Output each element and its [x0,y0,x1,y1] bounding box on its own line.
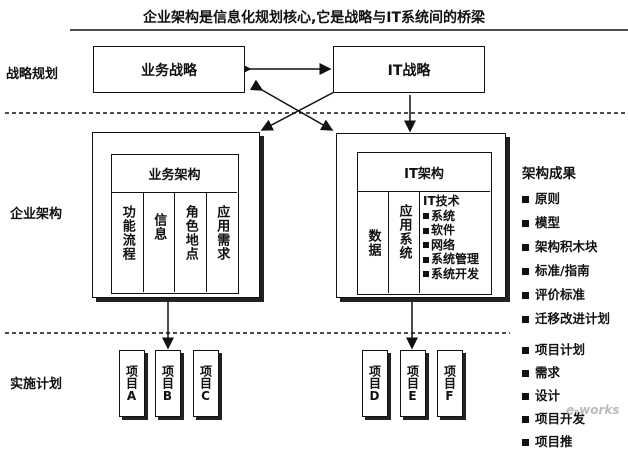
project-f: 项目F [437,350,463,417]
it-tech-item: 系统开发 [423,267,490,282]
architecture-results: 架构成果 原则 模型 架构积木块 标准/指南 评价标准 迁移改进计划 [522,162,610,327]
cross-arrow-it-to-business [260,79,351,131]
business-architecture-container: 业务架构 功能流程 信息 角色地点 应用需求 [92,132,260,298]
project-b: 项目B [155,350,181,417]
architecture-result-item: 评价标准 [522,284,610,303]
project-d: 项目D [362,350,388,417]
it-column-app-system: 应用系统 [389,192,420,293]
project-c: 项目C [193,350,219,417]
plan-item: 项目计划 [522,339,585,358]
business-column-app-requirements: 应用需求 [214,205,230,261]
it-strategy-box: IT战略 [333,46,485,93]
it-tech-item: 系统 [423,209,490,224]
business-column-role-location: 角色地点 [175,193,207,292]
it-tech-title: IT技术 [423,194,460,208]
it-architecture-title: IT架构 [358,153,490,192]
it-tech-item: 系统管理 [423,252,490,267]
it-tech-item: 网络 [423,238,490,253]
architecture-result-item: 模型 [522,212,610,231]
plan-item: 需求 [522,362,585,381]
plan-item: 项目开发 [522,408,585,427]
business-architecture-title: 业务架构 [112,155,237,193]
business-column-information: 信息 [144,193,175,292]
business-column-process: 功能流程 [112,193,144,292]
plan-items: 项目计划 需求 设计 项目开发 项目推 [522,339,585,450]
architecture-results-title: 架构成果 [522,166,576,182]
architecture-result-item: 架构积木块 [522,236,610,255]
watermark-logo: e-works [566,403,620,417]
page-title: 企业架构是信息化规划核心,它是战略与IT系统间的桥梁 [142,10,486,26]
it-tech-item: 软件 [423,223,490,238]
plan-item: 项目推 [522,431,585,450]
row-label-enterprise: 企业架构 [10,207,63,222]
business-strategy-box: 业务战略 [93,46,245,93]
it-column-it-tech: IT技术 系统 软件 网络 系统管理 系统开发 [420,192,490,293]
architecture-result-item: 标准/指南 [522,260,610,279]
project-a: 项目A [119,350,145,417]
project-e: 项目E [400,350,426,417]
architecture-result-item: 原则 [522,188,610,207]
row-label-implementation: 实施计划 [10,377,63,392]
it-column-data: 数据 [358,192,389,293]
row-label-strategy: 战略规划 [6,67,59,82]
plan-item: 设计 [522,385,585,404]
it-architecture-columns: 数据 应用系统 IT技术 系统 软件 网络 系统管理 系统开发 [358,192,490,293]
business-architecture-inner: 业务架构 功能流程 信息 角色地点 应用需求 [111,154,239,294]
business-architecture-columns: 功能流程 信息 角色地点 应用需求 [112,193,237,292]
architecture-result-item: 迁移改进计划 [522,308,610,327]
it-architecture-inner: IT架构 数据 应用系统 IT技术 系统 软件 网络 系统管理 系统开发 [357,152,492,295]
it-architecture-container: IT架构 数据 应用系统 IT技术 系统 软件 网络 系统管理 系统开发 [336,133,506,298]
